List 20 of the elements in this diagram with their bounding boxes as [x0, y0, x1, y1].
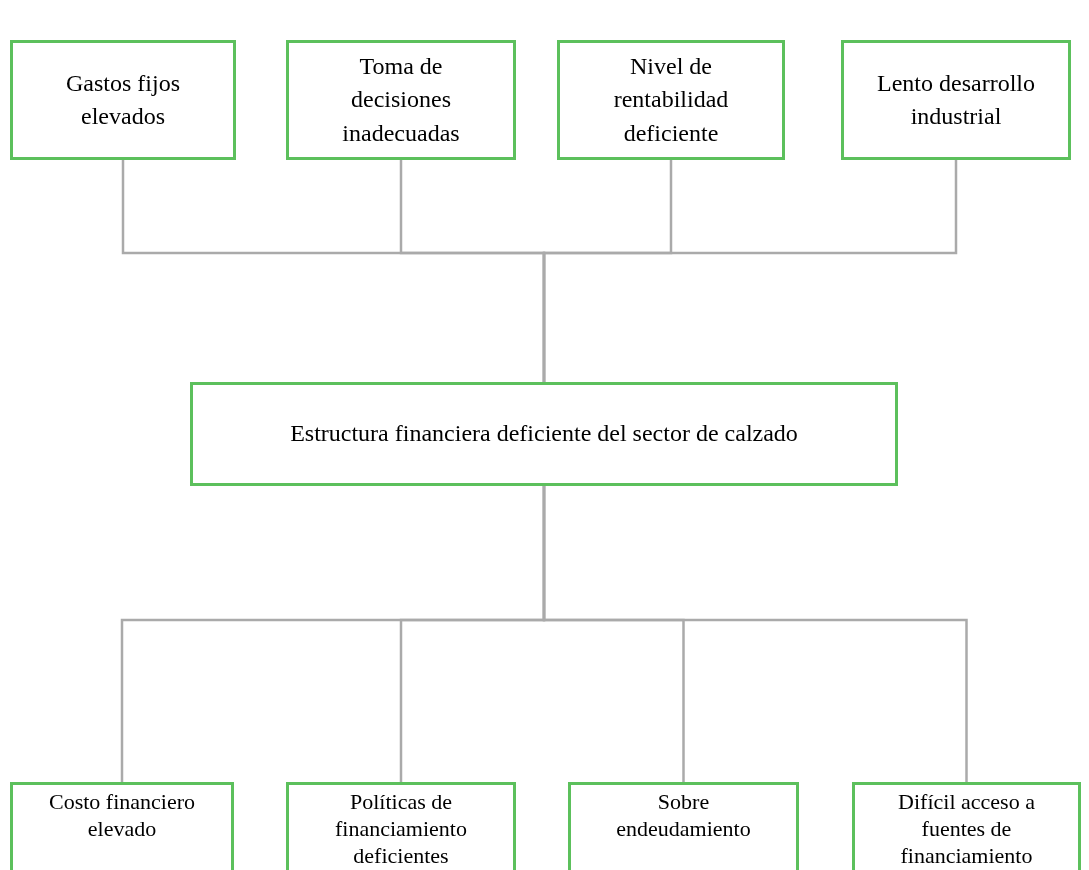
box-text: Gastos fijos elevados	[65, 68, 181, 131]
cause-effect-box	[557, 40, 785, 160]
cause-effect-box	[568, 782, 799, 870]
cause-effect-box	[10, 40, 236, 160]
box-text: Difícil acceso a fuentes de financiamiento	[897, 789, 1036, 870]
box-text: Estructura financiera deficiente del sector de calzado	[290, 419, 798, 449]
box-text: Políticas de financiamiento deficientes	[334, 789, 468, 870]
cause-effect-box	[841, 40, 1071, 160]
box-text: Costo financiero elevado	[48, 789, 196, 843]
connector-line	[542, 486, 968, 782]
cause-effect-box	[286, 40, 516, 160]
cause-effect-box	[190, 382, 898, 486]
box-text: Sobre endeudamiento	[615, 789, 752, 843]
box-text: Toma de decisiones inadecuadas	[341, 52, 461, 148]
cause-effect-box	[10, 782, 234, 870]
connector-line	[542, 160, 958, 382]
box-text: Nivel de rentabilidad deficiente	[612, 52, 730, 148]
cause-effect-box	[852, 782, 1081, 870]
box-text: Lento desarrollo industrial	[876, 68, 1036, 131]
cause-effect-box	[286, 782, 516, 870]
